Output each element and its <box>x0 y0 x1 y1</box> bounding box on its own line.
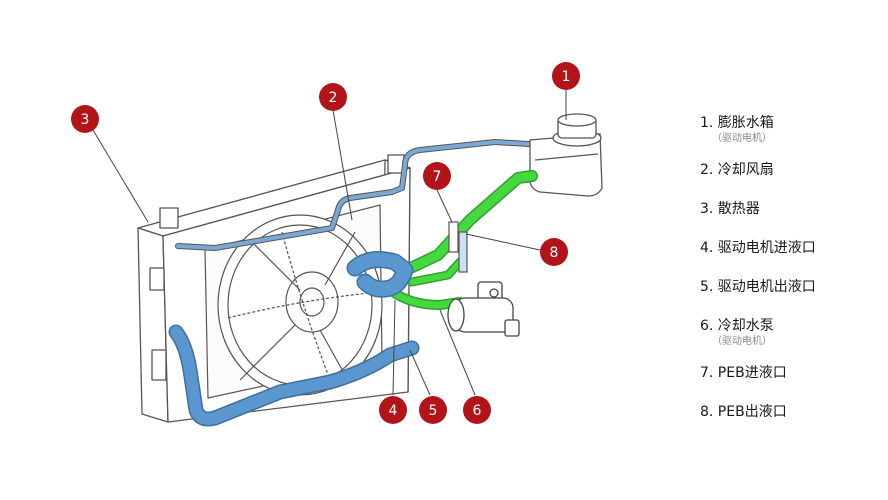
radiator-mount-lower <box>151 349 167 381</box>
legend-sub-1: （驱动电机） <box>712 133 772 144</box>
legend-label-6: 6. 冷却水泵 <box>700 318 774 334</box>
radiator-tab-left <box>159 207 179 229</box>
callout-6-label: 6 <box>473 403 482 419</box>
legend-item-1: 1. 膨胀水箱 （驱动电机） <box>700 114 880 161</box>
legend-label-8: 8. PEB出液口 <box>700 404 787 420</box>
tank-body <box>529 133 603 197</box>
expansion-tank <box>529 113 603 197</box>
callout-7: 7 <box>423 162 451 190</box>
legend-item-8: 8. PEB出液口 <box>700 403 880 442</box>
tank-cap-top <box>557 113 597 127</box>
legend-label-1: 1. 膨胀水箱 <box>700 115 774 131</box>
callout-2: 2 <box>319 83 347 111</box>
fan-strut-4 <box>239 324 296 381</box>
blue-hoses <box>168 251 420 427</box>
cooling-system-diagram: 1 2 3 4 5 6 7 8 <box>71 62 603 427</box>
leader-lines <box>92 90 567 396</box>
green-hose-peb-fill <box>409 259 463 285</box>
callout-4: 4 <box>379 396 407 424</box>
fan-hub-center <box>299 287 325 317</box>
legend-item-3: 3. 散热器 <box>700 200 880 239</box>
fan-strut-3 <box>319 329 346 376</box>
callout-8-label: 8 <box>550 245 559 261</box>
peb-outlet-pipe <box>458 231 468 273</box>
legend-item-5: 5. 驱动电机出液口 <box>700 278 880 317</box>
fan-brace-1 <box>281 231 331 381</box>
radiator-mount-left <box>149 267 165 291</box>
legend-label-4: 4. 驱动电机进液口 <box>700 240 816 256</box>
leader-2 <box>332 109 353 221</box>
cooling-fan <box>204 204 383 399</box>
leader-7 <box>436 189 453 223</box>
legend-item-2: 2. 冷却风扇 <box>700 161 880 200</box>
callout-3-label: 3 <box>81 112 90 128</box>
leader-6 <box>439 309 476 396</box>
legend-label-7: 7. PEB进液口 <box>700 365 787 381</box>
tank-shading <box>534 153 599 161</box>
fan-strut-2 <box>324 231 356 286</box>
legend-label-3: 3. 散热器 <box>700 201 760 217</box>
peb-inlet-pipe <box>448 221 459 253</box>
tank-to-radiator-hose-fill <box>176 140 547 250</box>
legend: 1. 膨胀水箱 （驱动电机） 2. 冷却风扇 3. 散热器 4. 驱动电机进液口… <box>700 114 880 442</box>
callout-4-label: 4 <box>389 403 398 419</box>
callout-1: 1 <box>552 62 580 90</box>
callout-8: 8 <box>540 238 568 266</box>
callout-3: 3 <box>71 105 99 133</box>
leader-5 <box>409 349 431 396</box>
legend-label-2: 2. 冷却风扇 <box>700 162 774 178</box>
leader-8 <box>465 233 541 251</box>
blue-hose-lower-fill <box>170 326 418 425</box>
callout-7-label: 7 <box>433 169 442 185</box>
legend-label-5: 5. 驱动电机出液口 <box>700 279 816 295</box>
pump-end <box>447 298 465 332</box>
peb-connectors <box>448 221 468 273</box>
green-hose-tank-fill <box>397 171 537 277</box>
legend-item-7: 7. PEB进液口 <box>700 364 880 403</box>
legend-sub-6: （驱动电机） <box>712 336 772 347</box>
callout-5-label: 5 <box>429 403 438 419</box>
callout-6: 6 <box>463 396 491 424</box>
blue-hose-upper-fill <box>348 252 412 297</box>
fan-brace-2 <box>227 291 379 319</box>
legend-item-6: 6. 冷却水泵 （驱动电机） <box>700 317 880 364</box>
pump-connector <box>504 319 520 337</box>
water-pump <box>447 281 520 337</box>
callouts: 1 2 3 4 5 6 7 8 <box>71 62 580 424</box>
fan-strut-1 <box>249 239 301 291</box>
callout-2-label: 2 <box>329 90 338 106</box>
legend-item-4: 4. 驱动电机进液口 <box>700 239 880 278</box>
pump-bracket-hole <box>489 288 499 298</box>
callout-1-label: 1 <box>562 69 571 85</box>
leader-3 <box>92 129 149 223</box>
leader-4 <box>392 299 396 396</box>
callout-5: 5 <box>419 396 447 424</box>
